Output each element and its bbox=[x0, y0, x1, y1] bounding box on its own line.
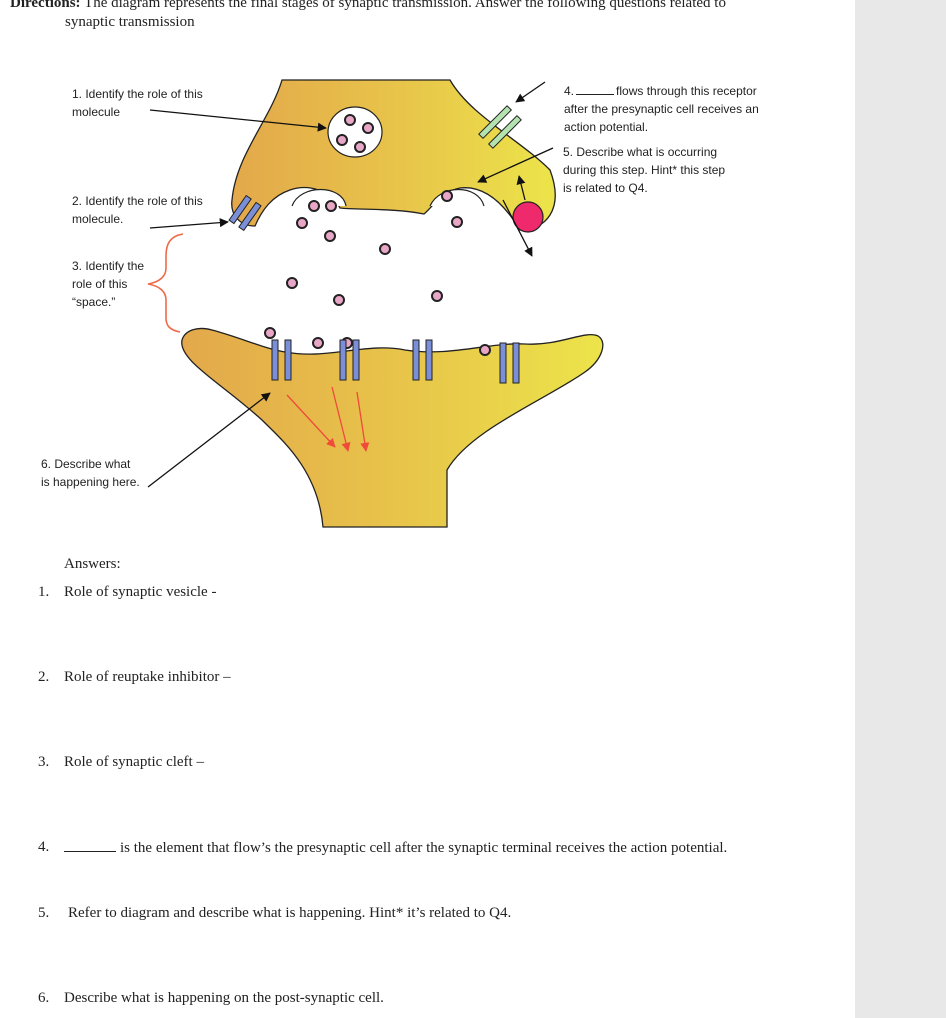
label-q1: 1. Identify the role of this molecule bbox=[72, 87, 203, 119]
synaptic-vesicle bbox=[327, 106, 383, 158]
label-q5: 5. Describe what is occurring during thi… bbox=[563, 145, 726, 195]
neurotransmitter-molecule bbox=[362, 122, 374, 134]
directions-label: Directions: bbox=[10, 0, 81, 11]
synapse-diagram bbox=[147, 79, 604, 528]
answer-item-2: 2. Role of reuptake inhibitor – bbox=[38, 669, 231, 685]
postsynaptic-cell bbox=[181, 327, 604, 528]
answer-blank bbox=[576, 84, 615, 95]
answer-blank bbox=[64, 839, 116, 852]
answer-item-5: 5. Refer to diagram and describe what is… bbox=[38, 905, 512, 921]
pointer-arrows bbox=[147, 81, 554, 488]
answer-item-4: 4. is the element that flow’s the presyn… bbox=[38, 839, 728, 856]
label-q2: 2. Identify the role of this molecule. bbox=[72, 194, 203, 226]
directions: Directions: The diagram represents the f… bbox=[10, 0, 830, 32]
answers-heading: Answers: bbox=[64, 556, 121, 572]
label-q4: 4.flows through this receptor after the … bbox=[564, 84, 759, 134]
answer-item-1: 1. Role of synaptic vesicle - bbox=[38, 584, 217, 600]
label-q3: 3. Identify the role of this “space.” bbox=[72, 259, 145, 309]
directions-text: The diagram represents the final stages … bbox=[80, 0, 726, 11]
ion-flow-arrows bbox=[286, 386, 370, 452]
presynaptic-terminal bbox=[231, 79, 556, 231]
worksheet-page: Directions: The diagram represents the f… bbox=[0, 0, 855, 1018]
calcium-channel bbox=[478, 105, 522, 149]
answer-item-3: 3. Role of synaptic cleft – bbox=[38, 754, 204, 770]
postsynaptic-receptors bbox=[271, 339, 520, 384]
neurotransmitter-molecule bbox=[354, 141, 366, 153]
reuptake-transporter bbox=[228, 194, 262, 232]
ion-pump bbox=[512, 201, 544, 233]
answer-item-6: 6. Describe what is happening on the pos… bbox=[38, 990, 384, 1006]
neurotransmitter-molecule bbox=[336, 134, 348, 146]
directions-text-line2: synaptic transmission bbox=[65, 14, 195, 30]
released-neurotransmitters bbox=[264, 190, 491, 356]
neurotransmitter-molecule bbox=[344, 114, 356, 126]
label-q6: 6. Describe what is happening here. bbox=[41, 457, 140, 489]
cleft-bracket bbox=[147, 233, 184, 333]
